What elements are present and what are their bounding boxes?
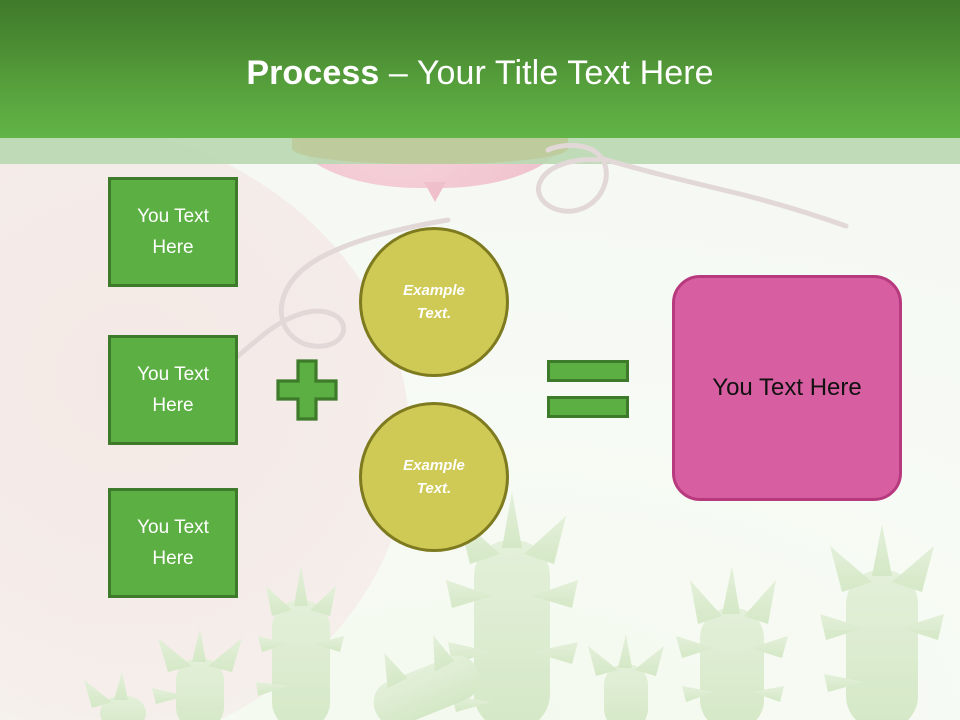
cactus-silhouettes [84,492,944,720]
balloon-knot-icon [424,182,446,202]
example-circle-2[interactable]: Example Text. [359,402,509,552]
input-box-1[interactable]: You Text Here [108,177,238,287]
page-title: Process – Your Title Text Here [246,54,713,93]
balloon-band-overlay [292,138,568,164]
result-box[interactable]: You Text Here [672,275,902,501]
equals-bar-bottom [547,396,629,418]
slide-header: Process – Your Title Text Here [0,0,960,138]
input-box-3[interactable]: You Text Here [108,488,238,598]
circle-2-line-2: Text. [416,480,452,497]
title-rest: – Your Title Text Here [388,53,714,92]
example-circle-1[interactable]: Example Text. [359,227,509,377]
title-strong: Process [246,53,380,92]
circle-1-line-2: Text. [416,305,452,322]
balloon-string-icon [167,143,849,415]
circle-1-line-1: Example [403,281,465,299]
circle-2-line-1: Example [403,456,465,474]
equals-icon [547,360,629,418]
input-box-2[interactable]: You Text Here [108,335,238,445]
equals-bar-top [547,360,629,382]
plus-icon [276,359,338,421]
